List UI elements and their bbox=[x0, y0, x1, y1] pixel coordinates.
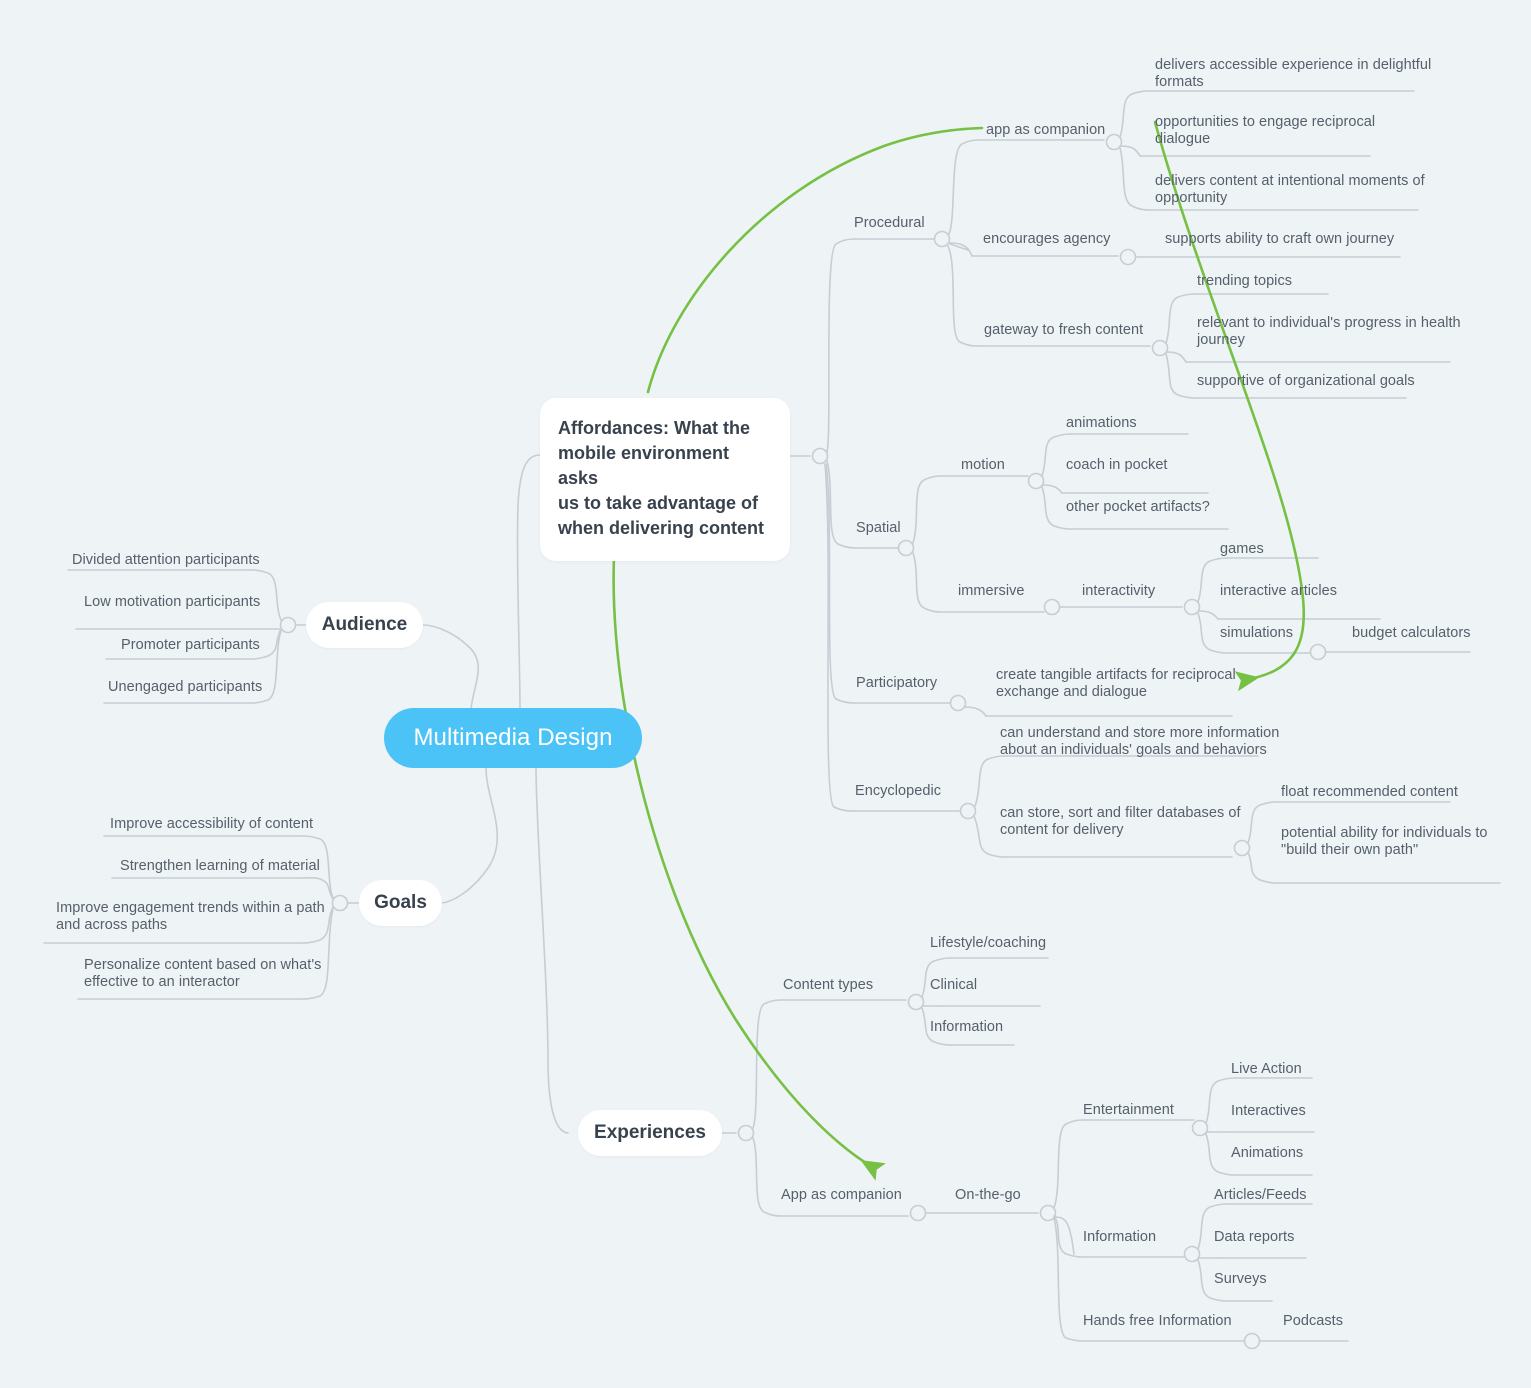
audience-child-0[interactable]: Divided attention participants bbox=[72, 552, 260, 568]
audience-child-2[interactable]: Promoter participants bbox=[121, 637, 260, 653]
on-the-go-information[interactable]: Information bbox=[1083, 1229, 1157, 1245]
encyclopedic-child-1[interactable]: can store, sort and filter databases of … bbox=[1000, 805, 1241, 838]
procedural-gateway-child-1[interactable]: relevant to individual's progress in hea… bbox=[1197, 315, 1461, 348]
branch-spatial[interactable]: Spatial bbox=[856, 520, 901, 536]
spatial-interactivity[interactable]: interactivity bbox=[1082, 583, 1156, 599]
branch-encyclopedic[interactable]: Encyclopedic bbox=[855, 783, 942, 799]
spatial-motion-child-0[interactable]: animations bbox=[1066, 415, 1137, 431]
procedural-gateway[interactable]: gateway to fresh content bbox=[984, 322, 1144, 338]
on-the-go-entertainment[interactable]: Entertainment bbox=[1083, 1102, 1174, 1118]
participatory-child-0[interactable]: create tangible artifacts for reciprocal… bbox=[996, 667, 1236, 700]
entertainment-child-2[interactable]: Animations bbox=[1231, 1145, 1304, 1161]
procedural-gateway-child-2[interactable]: supportive of organizational goals bbox=[1197, 373, 1415, 389]
spatial-simulations[interactable]: simulations bbox=[1220, 625, 1294, 641]
spatial-interactivity-child-0[interactable]: games bbox=[1220, 541, 1264, 557]
branch-experiences[interactable]: Experiences bbox=[578, 1110, 722, 1156]
spatial-budget-calculators[interactable]: budget calculators bbox=[1352, 625, 1471, 641]
procedural-app-child-0[interactable]: delivers accessible experience in deligh… bbox=[1155, 57, 1432, 90]
procedural-app-child-1[interactable]: opportunities to engage reciprocal dialo… bbox=[1155, 114, 1376, 147]
content-types-child-1[interactable]: Clinical bbox=[930, 977, 978, 993]
encyclopedic-grandchild-0[interactable]: float recommended content bbox=[1281, 784, 1458, 800]
information-child-0[interactable]: Articles/Feeds bbox=[1214, 1187, 1307, 1203]
procedural-encourages-agency[interactable]: encourages agency bbox=[983, 231, 1111, 247]
audience-child-3[interactable]: Unengaged participants bbox=[108, 679, 263, 695]
procedural-gateway-child-0[interactable]: trending topics bbox=[1197, 273, 1293, 289]
affordances-node[interactable]: Affordances: What the mobile environment… bbox=[540, 398, 790, 561]
root-node[interactable]: Multimedia Design bbox=[384, 708, 642, 768]
goals-child-0[interactable]: Improve accessibility of content bbox=[110, 816, 314, 832]
procedural-app-as-companion[interactable]: app as companion bbox=[986, 122, 1106, 138]
hands-free-child-0[interactable]: Podcasts bbox=[1283, 1313, 1344, 1329]
experiences-on-the-go[interactable]: On-the-go bbox=[955, 1187, 1021, 1203]
branch-goals[interactable]: Goals bbox=[359, 880, 442, 926]
spatial-motion[interactable]: motion bbox=[961, 457, 1005, 473]
procedural-app-child-2[interactable]: delivers content at intentional moments … bbox=[1155, 173, 1425, 206]
content-types-child-0[interactable]: Lifestyle/coaching bbox=[930, 935, 1047, 951]
information-child-1[interactable]: Data reports bbox=[1214, 1229, 1295, 1245]
procedural-agency-child-0[interactable]: supports ability to craft own journey bbox=[1165, 231, 1395, 247]
experiences-content-types[interactable]: Content types bbox=[783, 977, 874, 993]
goals-child-3[interactable]: Personalize content based on what's effe… bbox=[84, 957, 322, 990]
content-types-child-2[interactable]: Information bbox=[930, 1019, 1004, 1035]
on-the-go-hands-free[interactable]: Hands free Information bbox=[1083, 1313, 1232, 1329]
entertainment-child-1[interactable]: Interactives bbox=[1231, 1103, 1306, 1119]
audience-child-1[interactable]: Low motivation participants bbox=[84, 594, 261, 610]
experiences-app-as-companion[interactable]: App as companion bbox=[781, 1187, 902, 1203]
spatial-motion-child-1[interactable]: coach in pocket bbox=[1066, 457, 1168, 473]
goals-child-1[interactable]: Strengthen learning of material bbox=[120, 858, 320, 874]
spatial-immersive[interactable]: immersive bbox=[958, 583, 1025, 599]
branch-participatory[interactable]: Participatory bbox=[856, 675, 938, 691]
green-link-affordances-to-app-as-companion bbox=[646, 126, 984, 394]
spatial-motion-child-2[interactable]: other pocket artifacts? bbox=[1066, 499, 1210, 515]
encyclopedic-grandchild-1[interactable]: potential ability for individuals to "bu… bbox=[1281, 825, 1488, 858]
entertainment-child-0[interactable]: Live Action bbox=[1231, 1061, 1302, 1077]
encyclopedic-child-0[interactable]: can understand and store more informatio… bbox=[1000, 725, 1280, 758]
branch-audience[interactable]: Audience bbox=[306, 602, 423, 648]
branch-procedural[interactable]: Procedural bbox=[854, 215, 925, 231]
green-link-affordances-to-app-as-companion-experiences bbox=[612, 516, 886, 1181]
information-child-2[interactable]: Surveys bbox=[1214, 1271, 1267, 1287]
goals-child-2[interactable]: Improve engagement trends within a path … bbox=[56, 900, 325, 933]
spatial-interactivity-child-1[interactable]: interactive articles bbox=[1220, 583, 1338, 599]
